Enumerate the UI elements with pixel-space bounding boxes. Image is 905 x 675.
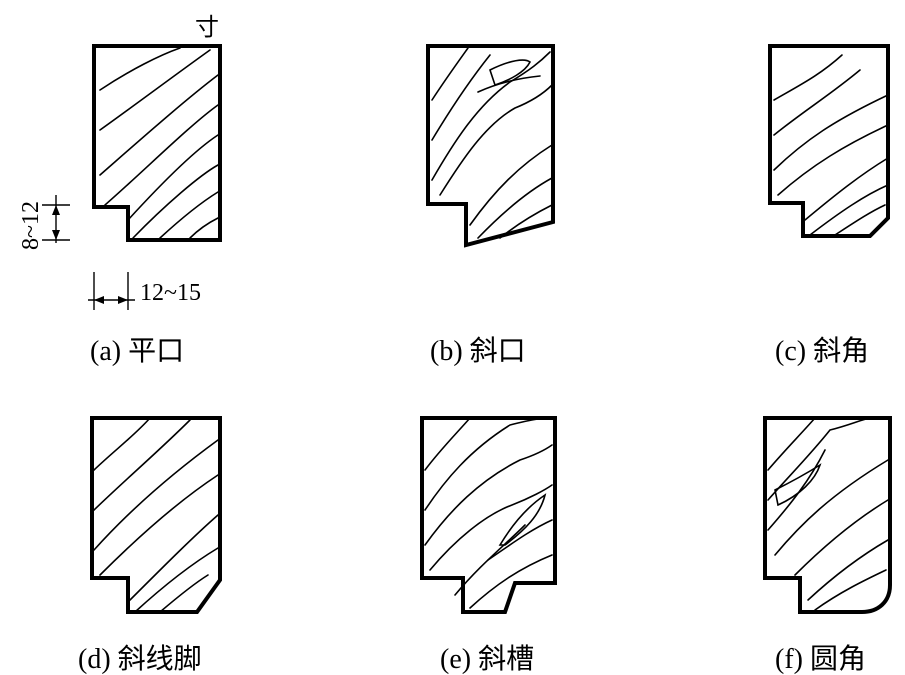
profile-d-bevel-foot bbox=[90, 416, 222, 614]
profile-e-bevel-groove bbox=[420, 416, 557, 614]
caption-a: (a) 平口 bbox=[90, 336, 184, 367]
vertical-dim-label: 8~12 bbox=[18, 201, 44, 250]
caption-b: (b) 斜口 bbox=[430, 335, 526, 367]
profile-a-flat bbox=[92, 44, 222, 242]
vertical-dimension bbox=[42, 195, 70, 243]
horizontal-dim-label: 12~15 bbox=[140, 280, 201, 306]
horizontal-dimension bbox=[88, 272, 135, 310]
profile-c-chamfer bbox=[768, 44, 890, 238]
profile-f-rounded-corner bbox=[763, 416, 892, 614]
caption-d: (d) 斜线脚 bbox=[78, 643, 202, 675]
caption-e: (e) 斜槽 bbox=[440, 643, 534, 675]
caption-f: (f) 圆角 bbox=[775, 643, 866, 675]
caption-c: (c) 斜角 bbox=[775, 335, 869, 367]
profile-b-beveled-lip bbox=[426, 44, 555, 248]
top-mark-label: 寸 bbox=[195, 14, 219, 41]
